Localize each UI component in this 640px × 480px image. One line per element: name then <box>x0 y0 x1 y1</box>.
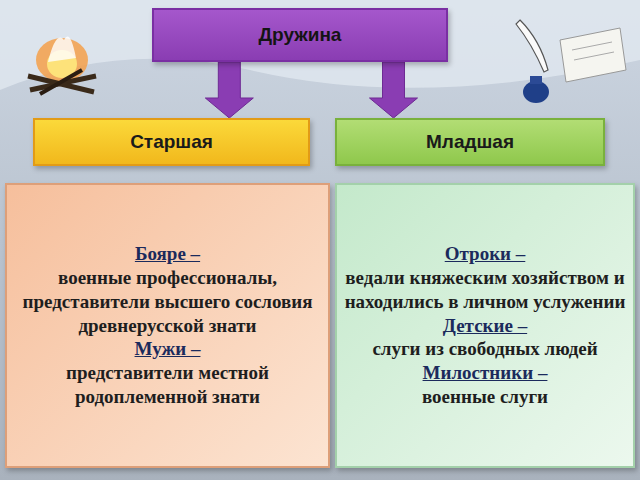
term-definition: слуги из свободных людей <box>372 337 597 361</box>
quill-and-ink-icon <box>516 20 626 103</box>
description-box: Отроки –ведали княжеским хозяйством и на… <box>335 183 635 468</box>
group-box: Младшая <box>335 118 605 166</box>
root-box: Дружина <box>152 8 448 62</box>
box-title: Старшая <box>130 130 213 154</box>
term-definition: представители местной родоплеменной знат… <box>13 361 322 409</box>
box-title: Дружина <box>259 23 342 47</box>
term-heading: Бояре – <box>135 242 200 266</box>
term-heading: Детские – <box>443 314 527 338</box>
group-box: Старшая <box>33 118 310 166</box>
term-definition: военные профессионалы, представители выс… <box>13 266 322 338</box>
campfire-icon <box>28 37 96 94</box>
description-box: Бояре –военные профессионалы, представит… <box>5 183 330 468</box>
background-wave <box>0 0 640 90</box>
term-definition: военные слуги <box>422 385 548 409</box>
box-title: Младшая <box>426 130 514 154</box>
term-heading: Отроки – <box>445 242 526 266</box>
term-definition: ведали княжеским хозяйством и находились… <box>343 266 627 314</box>
block-arrow <box>370 62 418 118</box>
term-heading: Мужи – <box>135 337 201 361</box>
block-arrow <box>205 62 253 118</box>
term-heading: Милостники – <box>423 361 548 385</box>
